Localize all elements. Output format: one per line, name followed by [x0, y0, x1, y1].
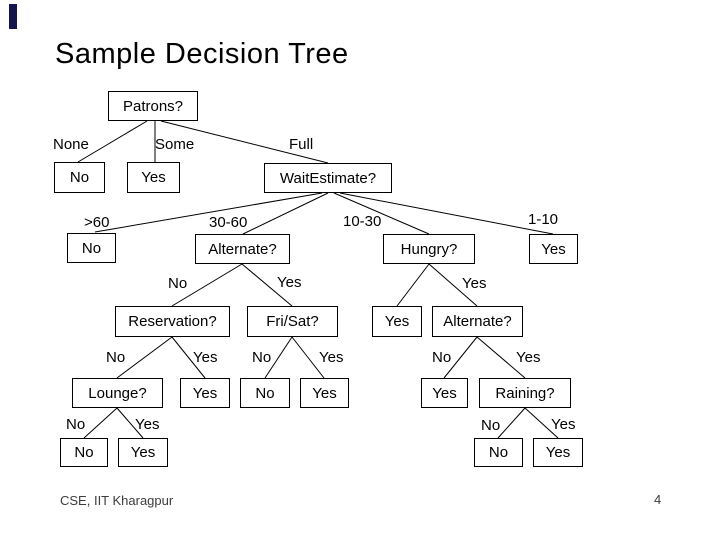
edge-resv-yes: [171, 336, 206, 379]
node-raining: Raining?: [479, 378, 571, 408]
edge-patrons-none: [77, 120, 148, 163]
branch-label-gt60: >60: [84, 214, 110, 231]
branch-label-yes: Yes: [551, 416, 576, 433]
node-lounge: Lounge?: [72, 378, 163, 408]
branch-label-no: No: [66, 416, 86, 433]
node-no: No: [67, 233, 116, 263]
node-no: No: [474, 438, 523, 467]
edge-lounge-yes: [116, 407, 144, 439]
branch-label-yes: Yes: [277, 274, 302, 291]
edge-wait-3060: [242, 192, 329, 235]
node-alternate-1: Alternate?: [195, 234, 290, 264]
branch-label-yes: Yes: [135, 416, 160, 433]
edge-wait-1030: [333, 192, 430, 235]
branch-label-110: 1-10: [528, 211, 559, 228]
edge-raining-no: [497, 407, 526, 439]
node-yes: Yes: [300, 378, 349, 408]
branch-label-yes: Yes: [462, 275, 487, 292]
branch-label-full: Full: [289, 136, 314, 153]
edge-lounge-no: [83, 407, 118, 439]
node-no: No: [240, 378, 290, 408]
branch-label-1030: 10-30: [343, 213, 382, 230]
branch-label-3060: 30-60: [209, 214, 248, 231]
branch-label-no: No: [168, 275, 188, 292]
edge-patrons-full: [160, 120, 329, 164]
edge-alt1-no: [171, 263, 243, 307]
slide-title: Sample Decision Tree: [55, 38, 349, 70]
node-yes: Yes: [529, 234, 578, 264]
edge-wait-gt60: [94, 192, 323, 233]
edge-wait-110: [339, 192, 554, 235]
node-waitestimate: WaitEstimate?: [264, 163, 392, 193]
edge-resv-no: [116, 336, 173, 379]
branch-label-none: None: [53, 136, 89, 153]
edge-alt1-yes: [241, 263, 293, 307]
branch-label-no: No: [481, 417, 501, 434]
node-alternate-2: Alternate?: [432, 306, 523, 337]
node-patrons: Patrons?: [108, 91, 198, 121]
edge-alt2-no: [443, 336, 478, 379]
branch-label-no: No: [432, 349, 452, 366]
edge-frisat-no: [264, 336, 293, 379]
node-yes: Yes: [118, 438, 168, 467]
edge-alt2-yes: [476, 336, 526, 379]
node-hungry: Hungry?: [383, 234, 475, 264]
branch-label-no: No: [252, 349, 272, 366]
node-yes: Yes: [372, 306, 422, 337]
node-yes: Yes: [533, 438, 583, 467]
branch-label-yes: Yes: [319, 349, 344, 366]
node-yes: Yes: [127, 162, 180, 193]
branch-label-some: Some: [155, 136, 195, 153]
page-number: 4: [654, 492, 662, 507]
slide-accent-bar: [9, 4, 17, 29]
node-no: No: [54, 162, 105, 193]
edge-raining-yes: [524, 407, 559, 439]
node-yes: Yes: [180, 378, 230, 408]
branch-label-yes: Yes: [516, 349, 541, 366]
node-frisat: Fri/Sat?: [247, 306, 338, 337]
node-no: No: [60, 438, 108, 467]
edge-hungry-left: [396, 263, 430, 307]
edge-frisat-yes: [291, 336, 325, 379]
branch-label-yes: Yes: [193, 349, 218, 366]
footer-text: CSE, IIT Kharagpur: [60, 493, 174, 508]
edge-hungry-yes: [428, 263, 478, 307]
node-reservation: Reservation?: [115, 306, 230, 337]
node-yes: Yes: [421, 378, 468, 408]
branch-label-no: No: [106, 349, 126, 366]
